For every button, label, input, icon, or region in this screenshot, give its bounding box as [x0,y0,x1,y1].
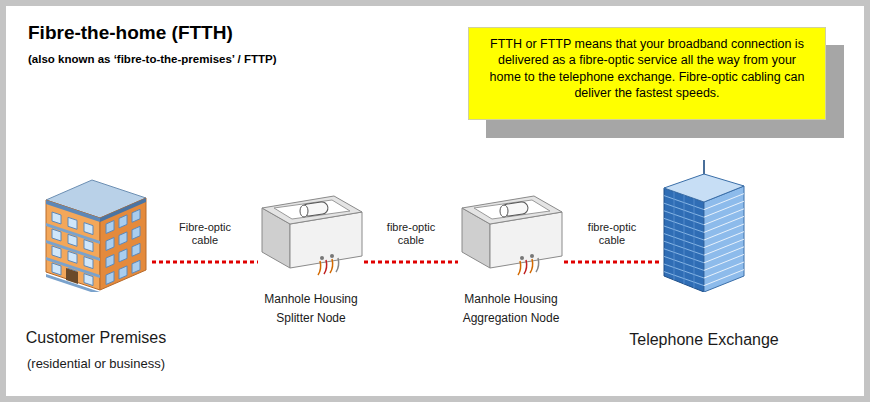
telephone-exchange: Telephone Exchange [660,158,748,292]
icon-face [84,257,93,269]
splitter-node: Manhole Housing Splitter Node [258,192,364,278]
icon-face [132,226,140,239]
aggregation-node-icon [458,192,564,278]
icon-face [132,260,140,273]
fibre-connector [152,261,258,264]
cable-drum-end [500,205,508,217]
node-sublabel: (residential or business) [0,356,206,372]
wire [324,260,327,274]
glass-line [704,262,744,278]
icon-face [52,229,61,241]
icon-face [119,266,127,279]
icon-face [68,251,77,263]
glass-line [704,224,744,240]
fibre-connector [564,261,660,264]
wire [536,258,539,272]
icon-face [52,263,61,275]
wire [336,258,339,272]
glass-line [704,239,744,255]
icon-face [68,217,77,229]
cable-drum-end [300,205,308,217]
wire [518,261,521,275]
node-label: Manhole Housing Aggregation Node [451,290,571,328]
icon-face [474,200,550,219]
icon-face [84,274,93,286]
glass-line [704,216,744,232]
customer-premises-icon [40,172,152,292]
icon-face [664,188,704,292]
port [520,256,524,260]
icon-face [132,243,140,256]
wire [330,259,333,273]
port [320,256,324,260]
glass-line [704,247,744,263]
icon-face [100,198,146,290]
connector-label: fibre-optic cable [375,221,447,249]
port [330,254,334,258]
icon-face [119,232,127,245]
glass-line [694,199,695,289]
glass-line [704,254,744,270]
icon-face [274,200,350,219]
icon-face [106,255,114,268]
icon-face [84,223,93,235]
icon-face [664,174,744,202]
subtitle-label: (also known as ‘fibre-to-the-premises’ /… [28,53,277,65]
icon-face [119,249,127,262]
glass-line [704,209,744,225]
wire [530,259,533,273]
icon-face [132,209,140,222]
icon-face [462,196,562,224]
icon-face [52,246,61,258]
icon-face [46,200,100,290]
node-label: Manhole Housing Splitter Node [251,290,371,328]
splitter-node-icon [258,192,364,278]
icon-face [106,238,114,251]
node-label: Telephone Exchange [604,330,804,349]
customer-premises: Customer Premises(residential or busines… [40,172,152,292]
fibre-connector [364,261,458,264]
note-callout: FTTH or FTTP means that your broadband c… [468,27,826,120]
connector-label: Fibre-optic cable [169,221,241,249]
wire [318,261,321,275]
icon-face [262,196,362,224]
icon-face [68,234,77,246]
aggregation-node: Manhole Housing Aggregation Node [458,192,564,278]
glass-line [704,270,744,286]
glass-line [704,201,744,217]
glass-line [704,194,744,210]
port [530,254,534,258]
node-label: Customer Premises [0,328,206,347]
icon-face [84,240,93,252]
icon-face [704,186,744,292]
glass-line [704,232,744,248]
icon-face [106,272,114,285]
diagram-title: Fibre-the-home (FTTH) [28,22,233,44]
icon-face [66,268,78,284]
telephone-exchange-icon [660,158,748,292]
wire [524,260,527,274]
connector-label: fibre-optic cable [576,221,648,249]
icon-face [119,215,127,228]
icon-face [106,221,114,234]
glass-line [684,195,685,284]
glass-line [674,192,675,281]
icon-face [52,212,61,224]
node-label: FTTH or FTTP means that your broadband c… [481,36,813,101]
